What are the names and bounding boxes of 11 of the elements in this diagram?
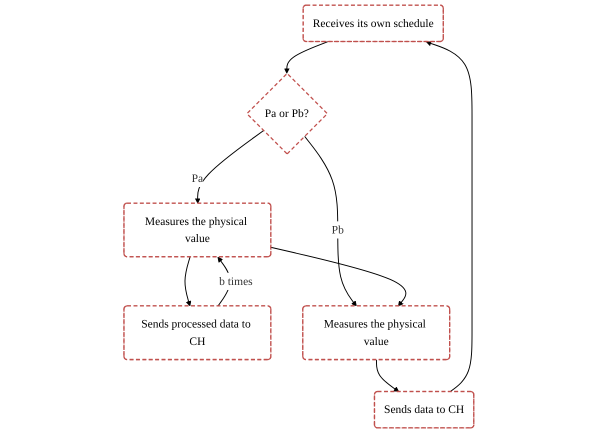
arrow [426,40,472,392]
edge-label: Pa [191,172,203,185]
arrow [270,246,406,306]
arrow [284,41,328,74]
node-diamond: Pa or Pb? [246,72,328,155]
arrow [184,256,191,306]
arrow [194,130,264,204]
edge-label: Pb [331,223,344,236]
edge-label: b times [218,274,252,288]
arrow [376,359,399,392]
arrow [304,136,356,306]
